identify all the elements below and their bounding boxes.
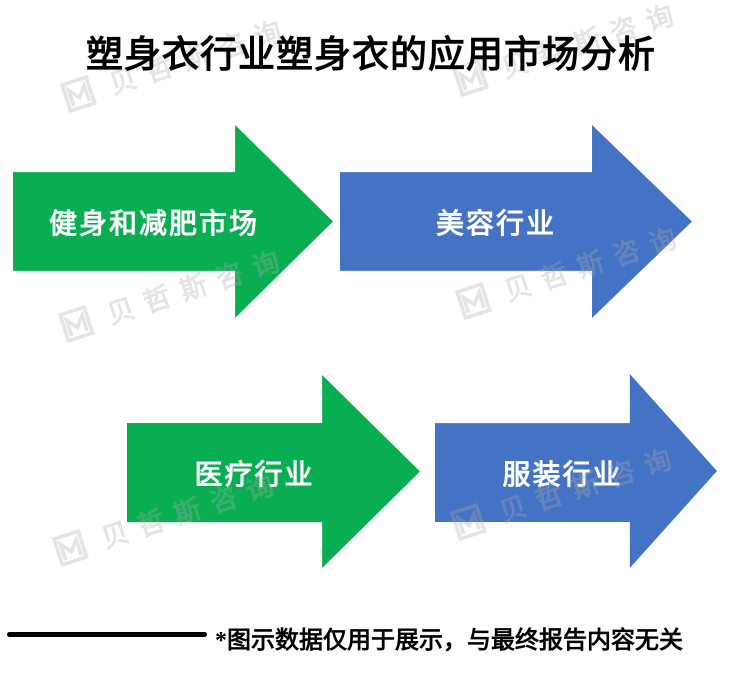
arrow-label: 健身和减肥市场 [48,208,259,240]
arrow-label: 服装行业 [502,459,623,491]
watermark-m-shield-logo-icon [57,304,95,344]
watermark-m-shield-logo-icon [51,528,89,568]
arrow-label: 医疗行业 [194,459,315,491]
arrow-apparel-industry: 服装行业 [435,374,717,568]
arrow-medical-industry: 医疗行业 [127,375,420,568]
footnote-text: *图示数据仅用于展示，与最终报告内容无关 [215,628,683,654]
arrow-label: 美容行业 [435,208,556,240]
arrow-fitness-weightloss-market: 健身和减肥市场 [13,125,333,318]
arrow-beauty-industry: 美容行业 [340,125,692,318]
footnote-divider-line [7,632,207,637]
page-title: 塑身衣行业塑身衣的应用市场分析 [86,35,656,76]
watermark-m-shield-logo-icon [454,281,492,321]
